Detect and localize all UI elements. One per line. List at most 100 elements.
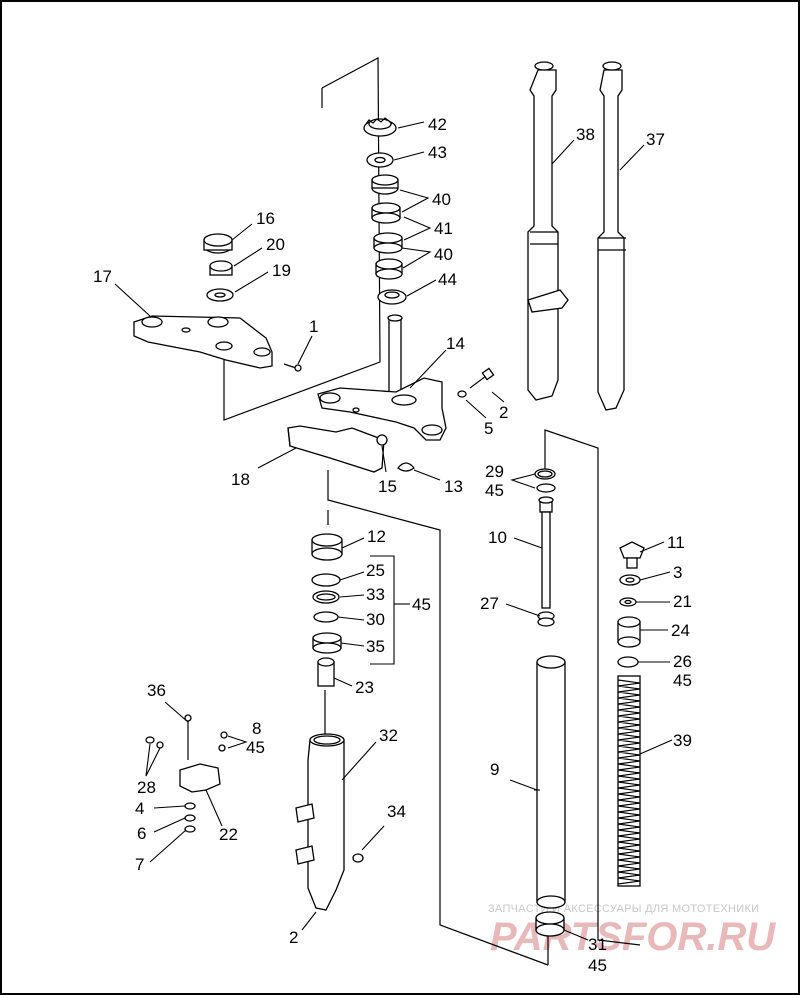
plug-24 [617, 616, 641, 648]
callout-labels: 42 43 40 41 40 44 16 20 19 17 1 14 2 5 1… [93, 115, 692, 975]
callout-15: 15 [378, 477, 397, 496]
dust-seal [377, 289, 407, 305]
o-ring-26 [617, 656, 639, 668]
callout-1: 1 [309, 317, 318, 336]
callout-23: 23 [355, 678, 374, 697]
callout-38: 38 [576, 125, 595, 144]
callout-10: 10 [488, 528, 507, 547]
callout-3: 3 [673, 563, 682, 582]
callout-22: 22 [219, 825, 238, 844]
cap-16 [203, 233, 233, 254]
cap-bolt-11 [619, 541, 645, 569]
watermark-brand: PARTSFOR.RU [490, 915, 776, 959]
bolt-8 [218, 731, 228, 752]
callout-9: 9 [490, 760, 499, 779]
bolt-28 [145, 736, 164, 749]
oil-lock-23 [317, 657, 335, 687]
bushing-31 [535, 911, 565, 937]
callout-25: 25 [366, 561, 385, 580]
callout-26: 26 [673, 652, 692, 671]
nut-7 [184, 825, 196, 833]
callout-32: 32 [379, 726, 398, 745]
upper-race [371, 202, 401, 224]
stem-nut [363, 117, 397, 137]
callout-4: 4 [135, 799, 144, 818]
callout-42: 42 [428, 115, 447, 134]
assembly-outline-right [544, 429, 641, 946]
spring-27 [537, 611, 555, 627]
fork-spring-39 [617, 675, 641, 887]
damper-rod [538, 496, 554, 609]
bolt-36 [184, 714, 192, 760]
callout-5: 5 [484, 419, 493, 438]
leader-lines [114, 121, 673, 941]
callout-33: 33 [366, 585, 385, 604]
nut-20 [209, 260, 233, 276]
fork-tube-9 [536, 655, 566, 909]
callout-13: 13 [444, 477, 463, 496]
callout-36: 36 [147, 681, 166, 700]
lower-triple-clamp [317, 377, 447, 441]
washer-33 [312, 590, 340, 604]
callout-30: 30 [366, 610, 385, 629]
callout-31: 31 [588, 935, 607, 954]
callout-6: 6 [137, 824, 146, 843]
headlight-bracket [287, 425, 385, 473]
ring-29 [534, 468, 556, 480]
watermark-tagline: ЗАПЧАСТИ И АКСЕССУАРЫ ДЛЯ МОТОТЕХНИКИ [488, 903, 759, 915]
fork-assembly-37 [597, 61, 626, 411]
callout-21: 21 [673, 592, 692, 611]
callout-2-lower: 2 [289, 928, 298, 947]
washer-6 [184, 814, 196, 822]
callout-18: 18 [231, 470, 250, 489]
bolt-1 [283, 363, 302, 372]
pin-15 [376, 434, 388, 446]
bushing-35 [312, 632, 342, 654]
callout-7: 7 [135, 855, 144, 874]
callout-39: 39 [673, 731, 692, 750]
callout-44: 44 [438, 270, 457, 289]
callout-2-upper: 2 [499, 403, 508, 422]
callout-11: 11 [667, 533, 685, 552]
callout-20: 20 [266, 235, 285, 254]
callout-24: 24 [671, 621, 690, 640]
callout-45-bracket: 45 [246, 738, 265, 757]
callout-45-spring: 45 [673, 671, 692, 690]
callout-43: 43 [428, 143, 447, 162]
callout-41: 41 [434, 219, 453, 238]
callout-45-seals: 45 [412, 595, 431, 614]
clip-25 [311, 573, 341, 587]
callout-27: 27 [480, 594, 499, 613]
stem-washer [366, 152, 394, 168]
washer-19 [206, 288, 234, 302]
upper-triple-clamp [133, 315, 273, 369]
callout-14: 14 [446, 334, 465, 353]
washer-21 [619, 597, 637, 607]
washer-5 [457, 390, 467, 398]
callout-37: 37 [646, 130, 665, 149]
callout-12: 12 [367, 527, 386, 546]
drain-plug-34 [352, 853, 364, 863]
ring-45 [536, 483, 556, 493]
bracket-22 [179, 763, 221, 793]
lower-race [373, 232, 403, 254]
callout-19: 19 [272, 261, 291, 280]
ring-30 [313, 611, 339, 623]
clip-13 [397, 462, 415, 472]
upper-bearing [371, 174, 399, 195]
washer-4 [184, 802, 196, 810]
callout-40-upper: 40 [432, 190, 451, 209]
callout-40-lower: 40 [434, 245, 453, 264]
slider-32 [295, 733, 345, 911]
callout-45-bushing: 45 [588, 956, 607, 975]
washer-3 [619, 574, 641, 586]
bolt-2-upper [469, 367, 495, 389]
assembly-outline-upper [223, 57, 381, 421]
fork-assembly-38 [527, 61, 569, 401]
callout-8: 8 [252, 719, 261, 738]
callout-29: 29 [485, 462, 504, 481]
callout-35: 35 [366, 637, 385, 656]
